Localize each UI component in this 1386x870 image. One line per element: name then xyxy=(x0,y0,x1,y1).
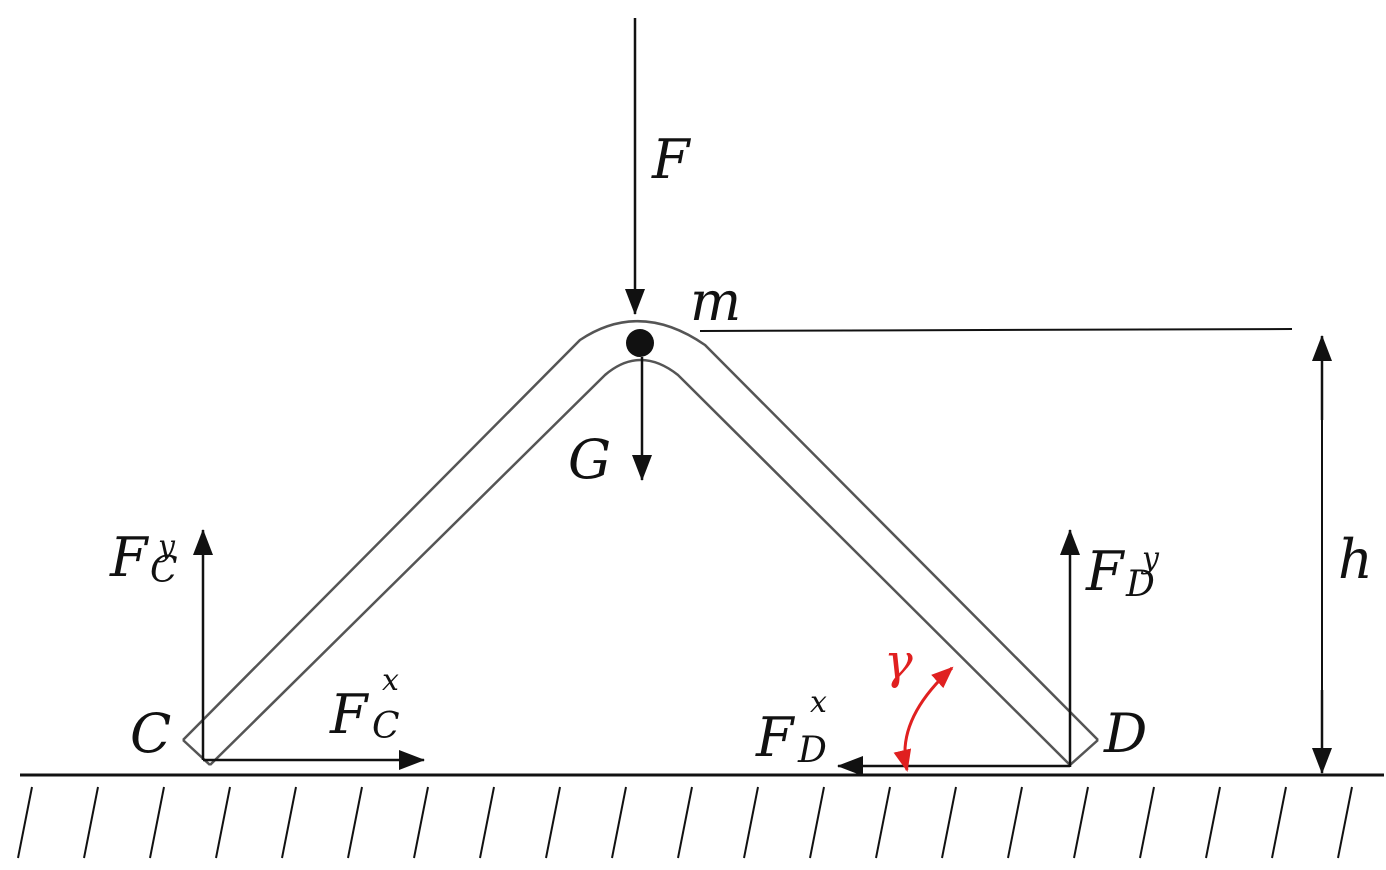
svg-text:F: F xyxy=(109,526,150,589)
reaction-c-horizontal-label: F x C xyxy=(329,663,400,747)
hatch-mark xyxy=(1007,786,1023,859)
mass-label: m xyxy=(690,270,741,333)
hatch-mark xyxy=(809,786,825,859)
svg-text:D: D xyxy=(1125,564,1155,605)
angle-gamma-arc xyxy=(893,666,954,772)
hatch-mark xyxy=(479,786,495,859)
reaction-c-vertical-label: F y C xyxy=(109,526,178,591)
hatch-mark xyxy=(743,786,759,859)
ground xyxy=(17,773,1384,859)
point-d-label: D xyxy=(1103,702,1147,765)
svg-text:F: F xyxy=(329,683,370,746)
hatch-mark xyxy=(875,786,891,859)
reaction-d-vertical-label: F y D xyxy=(1085,540,1160,605)
hatch-mark xyxy=(1271,786,1287,859)
hatch-mark xyxy=(677,786,693,859)
force-f-label: F xyxy=(651,128,692,191)
svg-text:C: C xyxy=(150,550,178,591)
angle-gamma-label: γ xyxy=(884,634,913,690)
svg-text:x: x xyxy=(382,663,399,698)
svg-text:F: F xyxy=(1085,540,1126,603)
reaction-d-horizontal-label: F x D xyxy=(755,685,827,771)
ground-hatching xyxy=(17,786,1353,859)
svg-text:y: y xyxy=(1140,541,1160,576)
hatch-mark xyxy=(1073,786,1089,859)
hatch-mark xyxy=(17,786,33,859)
hatch-mark xyxy=(1337,786,1353,859)
beam-end-right xyxy=(1069,739,1099,766)
hatch-mark xyxy=(1139,786,1155,859)
height-label: h xyxy=(1338,528,1373,591)
beam xyxy=(182,320,1099,766)
mass-point xyxy=(626,329,654,357)
hatch-mark xyxy=(347,786,363,859)
hatch-mark xyxy=(413,786,429,859)
hatch-mark xyxy=(281,786,297,859)
hatch-mark xyxy=(215,786,231,859)
beam-outer-edge xyxy=(182,320,1099,741)
svg-text:x: x xyxy=(810,685,827,720)
hatch-mark xyxy=(149,786,165,859)
height-reference-line xyxy=(699,328,1293,332)
svg-text:F: F xyxy=(755,706,796,769)
hatch-mark xyxy=(611,786,627,859)
hatch-mark xyxy=(83,786,99,859)
hatch-mark xyxy=(941,786,957,859)
svg-text:C: C xyxy=(372,706,400,747)
svg-text:y: y xyxy=(156,529,176,564)
point-c-label: C xyxy=(130,702,171,765)
svg-text:D: D xyxy=(797,730,827,771)
hatch-mark xyxy=(545,786,561,859)
hatch-mark xyxy=(1205,786,1221,859)
gravity-label: G xyxy=(568,428,611,491)
